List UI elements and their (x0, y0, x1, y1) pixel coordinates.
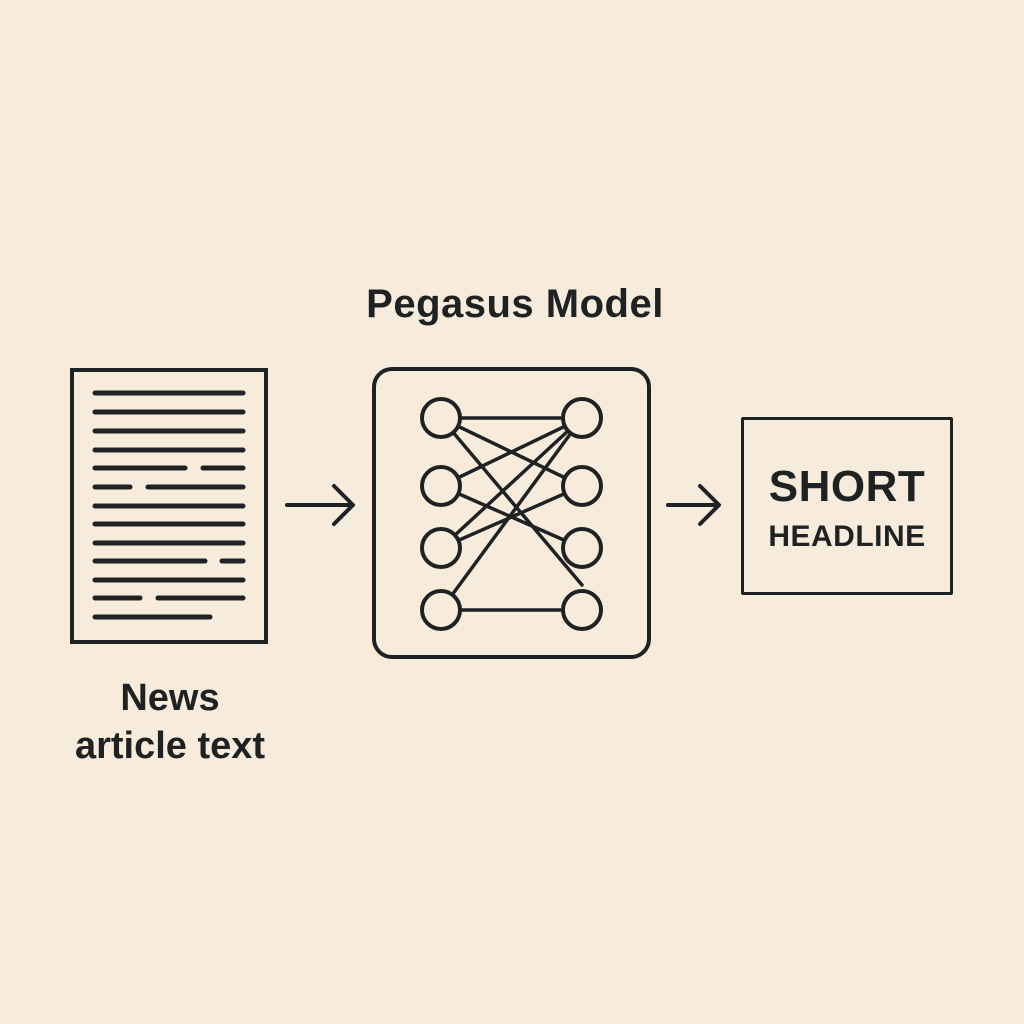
output-node (561, 465, 603, 507)
output-headline-line2: HEADLINE (768, 520, 926, 553)
document-text-lines (92, 390, 246, 620)
arrow-right-icon (666, 484, 721, 526)
neural-network-icon (372, 367, 651, 659)
input-node (420, 589, 462, 631)
output-headline-box: SHORT HEADLINE (741, 417, 953, 595)
model-box (372, 367, 651, 659)
network-nodes (420, 397, 603, 631)
model-title: Pegasus Model (366, 282, 664, 326)
input-caption: News article text (40, 674, 300, 770)
network-edges (439, 416, 584, 612)
input-node (420, 465, 462, 507)
output-node (561, 589, 603, 631)
input-caption-line1: News (120, 677, 220, 719)
input-node (420, 397, 462, 439)
output-node (561, 397, 603, 439)
input-caption-line2: article text (74, 725, 266, 767)
document-icon (70, 368, 268, 644)
document-page (70, 368, 268, 644)
output-node (561, 527, 603, 569)
input-node (420, 527, 462, 569)
output-headline-line1: SHORT (768, 462, 926, 511)
arrow-right-icon (285, 484, 355, 526)
